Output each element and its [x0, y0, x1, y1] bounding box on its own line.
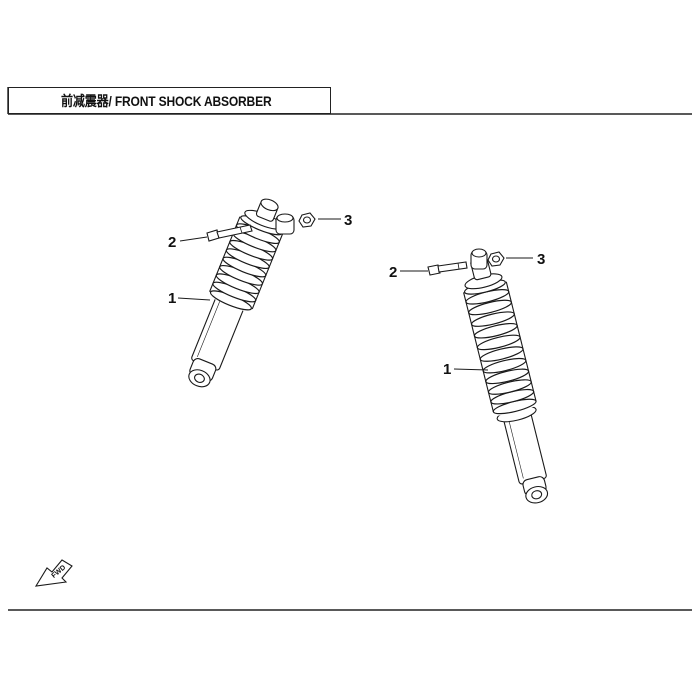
fwd-arrow-icon: FWD	[34, 559, 73, 587]
left-upper-bushing	[275, 213, 295, 235]
right-upper-bushing	[470, 248, 488, 270]
right-callout-1: 1	[443, 361, 451, 378]
left-callout-2: 2	[168, 234, 176, 251]
left-callout-1: 1	[168, 290, 176, 307]
right-callout-3: 3	[537, 251, 545, 268]
diagram-title: 前减震器/ FRONT SHOCK ABSORBER	[61, 92, 272, 109]
left-bolt	[206, 224, 253, 242]
left-callout-lines	[177, 218, 341, 301]
left-callout-3: 3	[344, 212, 352, 229]
right-callout-2: 2	[389, 264, 397, 281]
right-shock-absorber	[461, 256, 549, 504]
left-shock-absorber	[188, 198, 284, 388]
left-nut	[298, 212, 316, 228]
right-callout-lines	[400, 257, 533, 371]
right-nut	[487, 251, 505, 267]
right-bolt	[427, 261, 468, 276]
